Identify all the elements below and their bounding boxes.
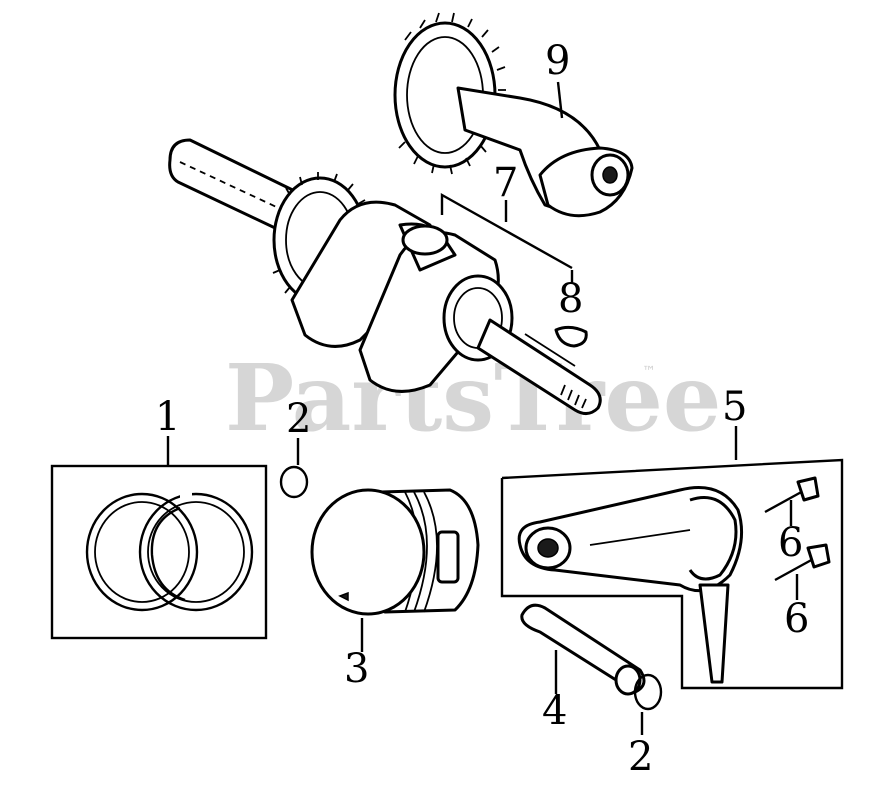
rod-bolt-bottom[interactable]: [774, 543, 831, 582]
callout-8: 8: [558, 276, 583, 322]
callout-6-bottom: 6: [784, 596, 809, 642]
piston-pin-clip-bottom[interactable]: [633, 673, 663, 711]
callout-5: 5: [722, 384, 747, 430]
piston-ring-set[interactable]: [85, 490, 254, 612]
callout-4: 4: [542, 688, 567, 734]
callout-6-top: 6: [778, 520, 803, 566]
callout-1: 1: [155, 394, 180, 440]
leader-7-bracket: [440, 192, 573, 270]
watermark-trademark: ™: [642, 364, 656, 380]
watermark: PartsTree ™: [225, 344, 721, 452]
callout-3: 3: [344, 646, 369, 692]
connecting-rod[interactable]: [517, 486, 744, 684]
woodruff-key[interactable]: [554, 325, 588, 348]
crankshaft[interactable]: [168, 138, 602, 415]
callout-2-bottom: 2: [628, 734, 653, 780]
ring-set-box: [50, 464, 268, 640]
piston[interactable]: [310, 488, 480, 616]
callout-2-top: 2: [286, 396, 311, 442]
leader-9: [556, 81, 564, 119]
callout-7: 7: [493, 160, 518, 206]
watermark-text: PartsTree: [225, 344, 721, 452]
rod-bolt-top[interactable]: [764, 476, 820, 514]
callout-9: 9: [545, 38, 570, 84]
rod-box: [500, 458, 844, 690]
piston-pin[interactable]: [520, 603, 646, 696]
piston-pin-clip-top[interactable]: [279, 465, 309, 499]
